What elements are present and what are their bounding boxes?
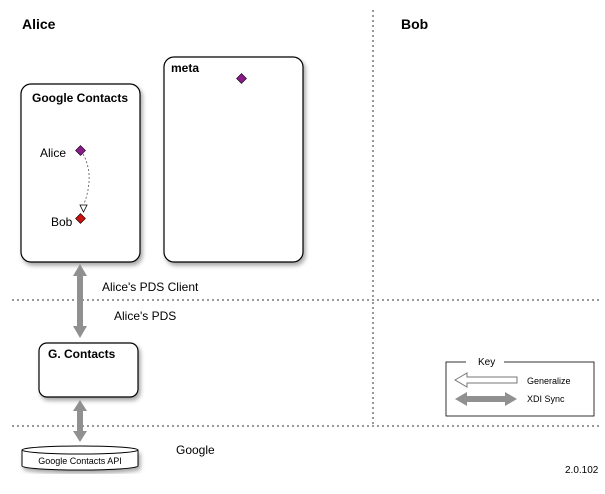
contact-node-alice[interactable] [75, 145, 86, 156]
meta-node[interactable] [236, 73, 247, 84]
contact-node-bob[interactable] [75, 213, 86, 224]
g-contacts-box[interactable] [38, 342, 139, 398]
google-contacts-title: Google Contacts [32, 91, 128, 105]
generalize-link-arrowhead [79, 204, 88, 213]
version-label: 2.0.102 [565, 465, 599, 476]
zone-label-alice: Alice [22, 16, 56, 32]
generalize-link-path [82, 153, 90, 205]
xdi-sync-arrow-pds-api [73, 400, 87, 442]
google-contacts-box[interactable] [20, 83, 141, 263]
xdi-sync-key-icon [455, 392, 517, 406]
key-legend-title-bg [466, 355, 504, 367]
key-item-xdi-sync: XDI Sync [527, 394, 565, 404]
xdi-sync-arrow-client-pds [73, 264, 87, 338]
key-legend-box [445, 361, 595, 417]
generalize-key-icon [454, 372, 518, 388]
g-contacts-title: G. Contacts [48, 347, 116, 361]
zone-label-bob: Bob [401, 16, 428, 32]
zone-label-pds-client: Alice's PDS Client [102, 280, 199, 294]
google-contacts-api-cylinder[interactable] [21, 450, 139, 471]
zone-label-google: Google [176, 443, 215, 457]
contact-node-label-alice: Alice [40, 146, 66, 160]
meta-box[interactable] [163, 56, 304, 263]
contact-node-label-bob: Bob [51, 215, 73, 229]
meta-title: meta [171, 61, 199, 75]
key-item-generalize: Generalize [527, 376, 571, 386]
key-legend-title: Key [478, 357, 495, 368]
google-contacts-api-cylinder-top [21, 445, 139, 455]
google-contacts-api-label: Google Contacts API [38, 456, 122, 466]
zone-label-pds: Alice's PDS [114, 309, 176, 323]
